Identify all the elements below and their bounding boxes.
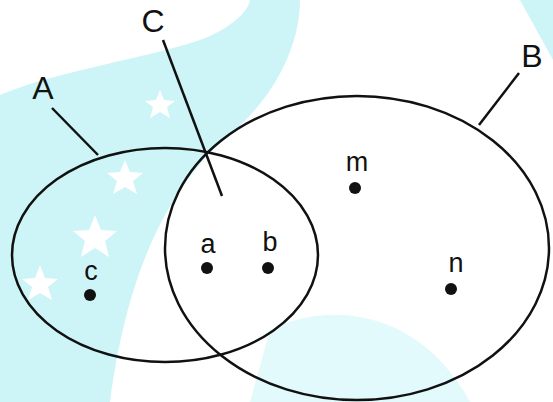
element-dot	[349, 182, 361, 194]
element-label: b	[262, 229, 277, 256]
set-name: B	[521, 40, 542, 72]
leader-line	[479, 73, 519, 125]
leader-line	[163, 40, 222, 196]
element-dot	[262, 262, 274, 274]
set-name: C	[141, 5, 164, 37]
leader-line	[52, 108, 98, 155]
set-name: A	[32, 72, 53, 104]
element-dot	[201, 262, 213, 274]
element-label: a	[200, 231, 215, 258]
element-label: c	[84, 258, 98, 285]
set-b-ellipse	[165, 96, 549, 400]
element-dot	[445, 283, 457, 295]
element-label: n	[448, 250, 463, 277]
element-label: m	[346, 149, 369, 176]
element-dot	[84, 289, 96, 301]
